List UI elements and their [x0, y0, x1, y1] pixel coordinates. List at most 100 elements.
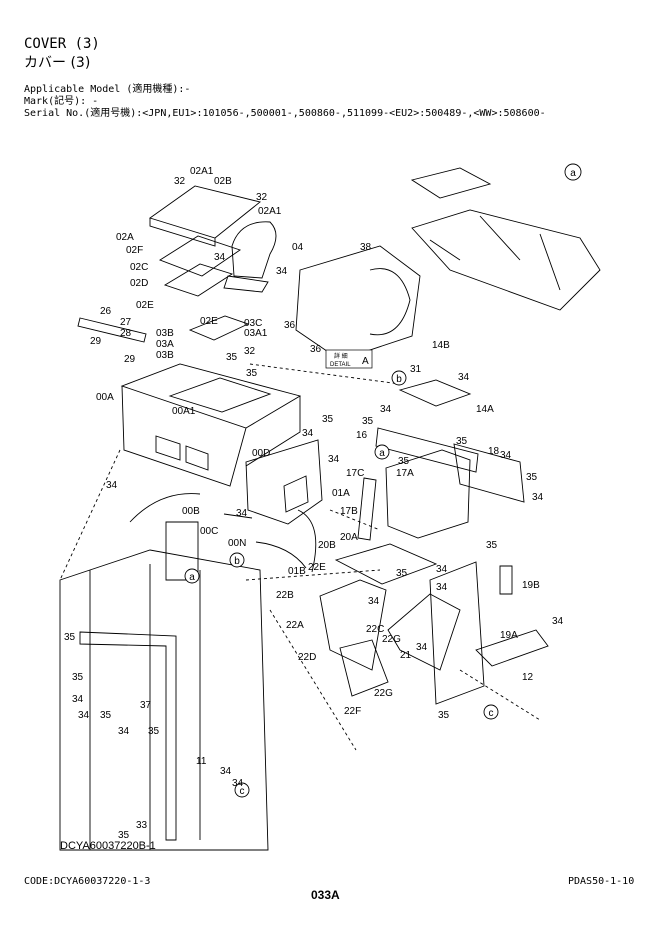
engine-detail-a	[411, 209, 601, 311]
callout-circle-a3	[184, 568, 200, 584]
part-label: 03A	[156, 339, 174, 350]
callout-circle-b2	[229, 552, 245, 568]
part-label: 35	[226, 352, 238, 363]
bar-19b	[499, 565, 513, 595]
page-title-jp: カバー (3)	[24, 55, 91, 71]
part-label: 22A	[286, 620, 304, 631]
callout-letter-a2: a	[379, 448, 385, 459]
part-label: 32	[174, 176, 186, 187]
part-label: 00C	[200, 526, 218, 537]
callout-circle-a1	[564, 163, 582, 181]
engine-detail-box	[410, 167, 492, 199]
part-label: 34	[276, 266, 288, 277]
part-label: 11	[196, 756, 207, 767]
part-label: 35	[246, 368, 258, 379]
part-label: 19B	[522, 580, 540, 591]
panel-22a	[319, 579, 387, 671]
part-label: 20A	[340, 532, 358, 543]
part-label: 34	[532, 492, 544, 503]
plate-18	[453, 443, 525, 503]
part-label: 00D	[252, 448, 270, 459]
detail-a-label: 詳 細 DETAIL A	[325, 349, 373, 369]
seal-00n	[255, 541, 307, 569]
part-label: 32	[256, 192, 268, 203]
part-label: 34	[416, 642, 428, 653]
part-label: 02B	[214, 176, 232, 187]
part-label: 03B	[156, 350, 174, 361]
part-labels: 02A1 32 02B 32 02A1 02A 02F 04 02C 34 34…	[64, 166, 564, 841]
part-label: 31	[410, 364, 422, 375]
part-label: 02A1	[190, 166, 214, 177]
applicable-model-line: Applicable Model (適用機種):-	[24, 84, 191, 95]
drawing-code: DCYA60037220B-1	[60, 840, 156, 852]
part-label: 00A1	[172, 406, 196, 417]
part-label: 00N	[228, 538, 246, 549]
seal-01b	[297, 509, 317, 573]
part-label: 22G	[382, 634, 401, 645]
bracket-03a	[188, 315, 250, 341]
part-label: 01B	[288, 566, 306, 577]
part-label: 35	[148, 726, 160, 737]
page-title-en: COVER (3)	[24, 36, 100, 52]
detail-label-letter: A	[362, 356, 369, 367]
callout-circle-a2	[374, 444, 390, 460]
callout-letter-a1: a	[570, 168, 576, 179]
part-label: 17A	[396, 468, 414, 479]
cover-panel-02a	[148, 185, 261, 247]
part-label: 14B	[432, 340, 450, 351]
part-label: 35	[438, 710, 450, 721]
stay-support	[79, 631, 177, 841]
part-label: 33	[136, 820, 148, 831]
part-label: 34	[78, 710, 90, 721]
part-label: 35	[486, 540, 498, 551]
part-label: 34	[302, 428, 314, 439]
part-label: 32	[244, 346, 256, 357]
rail-17b	[357, 477, 377, 541]
part-label: 27	[120, 317, 132, 328]
part-label: 00A	[96, 392, 114, 403]
part-label: 35	[398, 456, 410, 467]
part-label: 34	[214, 252, 226, 263]
part-label: 03A1	[244, 328, 268, 339]
panel-14a	[398, 379, 472, 407]
callout-letter-b1: b	[396, 374, 402, 385]
part-label: 22F	[344, 706, 361, 717]
part-label: 12	[522, 672, 534, 683]
serial-number-line: Serial No.(適用号機):<JPN,EU1>:101056-,50000…	[24, 108, 546, 119]
part-label: 22E	[308, 562, 326, 573]
part-label: 02E	[200, 316, 218, 327]
part-label: 35	[72, 672, 84, 683]
frame-00a-window	[155, 435, 209, 471]
part-label: 26	[100, 306, 112, 317]
part-label: 34	[236, 508, 248, 519]
part-label: 28	[120, 328, 132, 339]
part-label: 35	[322, 414, 334, 425]
callout-circle-b1	[391, 370, 407, 386]
frame-00a	[120, 363, 302, 487]
cover-01a	[245, 439, 323, 525]
part-label: 00B	[182, 506, 200, 517]
part-label: 34	[552, 616, 564, 627]
part-label: 38	[360, 242, 372, 253]
part-label: 34	[232, 778, 244, 789]
callout-letter-a3: a	[189, 572, 195, 583]
part-label: 34	[500, 450, 512, 461]
part-label: 35	[100, 710, 112, 721]
panel-16	[375, 427, 479, 473]
part-label: 34	[106, 480, 118, 491]
part-label: 35	[526, 472, 538, 483]
part-label: 22B	[276, 590, 294, 601]
part-label: 35	[64, 632, 76, 643]
part-label: 18	[488, 446, 500, 457]
seal-00c	[223, 513, 253, 519]
engine-assembly-38	[295, 245, 421, 361]
panel-20a	[334, 543, 438, 585]
part-label: 16	[356, 430, 368, 441]
callout-circle-c1	[483, 704, 499, 720]
stay-12	[475, 629, 549, 667]
part-label: 01A	[332, 488, 350, 499]
part-label: 02D	[130, 278, 148, 289]
part-label: 02E	[136, 300, 154, 311]
part-label: 02C	[130, 262, 148, 273]
part-label: 34	[328, 454, 340, 465]
